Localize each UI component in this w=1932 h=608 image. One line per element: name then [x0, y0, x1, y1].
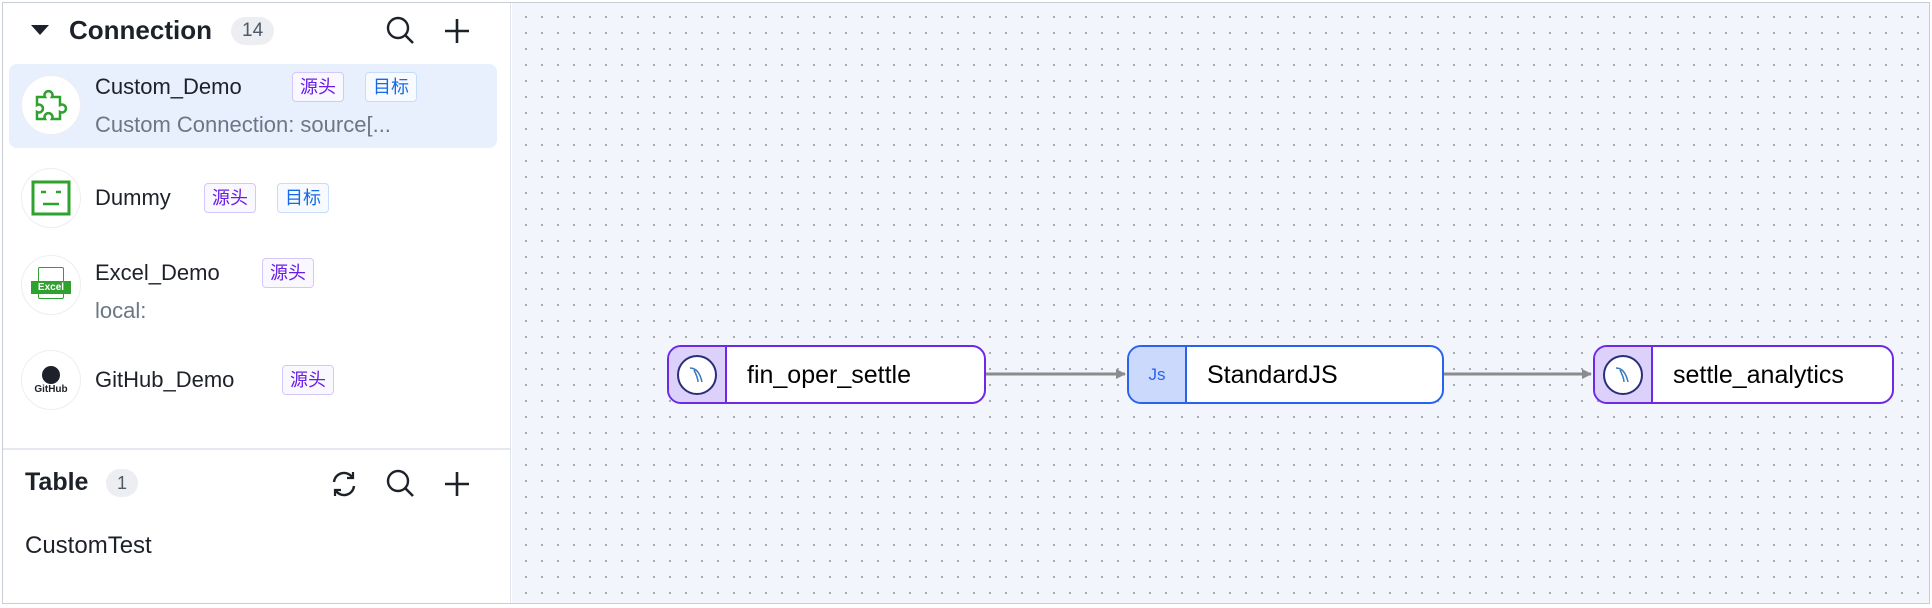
source-tag: 源头 [282, 365, 334, 395]
sidebar: Connection 14 Custom_Demo 源头 目标 Custom C… [3, 3, 511, 603]
dummy-icon [21, 168, 81, 228]
puzzle-icon [21, 75, 81, 135]
connection-header: Connection 14 [3, 3, 510, 59]
edges [986, 369, 1592, 379]
connection-desc: Custom Connection: source[... [95, 112, 391, 137]
connection-item-custom-demo[interactable]: Custom_Demo 源头 目标 Custom Connection: sou… [9, 64, 497, 148]
connection-count-badge: 14 [231, 17, 275, 45]
dag-canvas[interactable]: fin_oper_settle Js StandardJS settle_ana… [512, 3, 1929, 603]
node-standardjs[interactable]: Js StandardJS [1127, 345, 1444, 404]
collapse-caret-icon[interactable] [31, 25, 49, 35]
search-icon[interactable] [385, 15, 417, 47]
connection-item-dummy[interactable]: Dummy 源头 目标 [9, 156, 497, 240]
node-settle-analytics[interactable]: settle_analytics [1593, 345, 1894, 404]
github-icon: GitHub [21, 350, 81, 410]
connection-name: Dummy [95, 185, 171, 210]
panel-divider[interactable] [3, 448, 510, 450]
table-count-badge: 1 [106, 469, 139, 497]
node-label: StandardJS [1207, 361, 1338, 389]
node-fin-oper-settle[interactable]: fin_oper_settle [667, 345, 986, 404]
connection-desc: local: [95, 298, 147, 323]
refresh-icon[interactable] [328, 468, 360, 500]
add-table-icon[interactable] [441, 468, 473, 500]
source-tag: 源头 [262, 258, 314, 288]
connection-item-excel-demo[interactable]: Excel Excel_Demo 源头 local: [9, 243, 497, 327]
js-icon: Js [1129, 347, 1187, 402]
connection-name: GitHub_Demo [95, 367, 235, 392]
table-title: Table [25, 468, 89, 496]
source-tag: 源头 [292, 72, 344, 102]
source-tag: 源头 [204, 183, 256, 213]
node-label: fin_oper_settle [747, 361, 912, 389]
search-icon[interactable] [385, 468, 417, 500]
connection-item-github-demo[interactable]: GitHub GitHub_Demo 源头 [9, 338, 497, 422]
target-tag: 目标 [277, 183, 329, 213]
table-row[interactable]: CustomTest [25, 532, 152, 559]
target-tag: 目标 [365, 72, 417, 102]
table-panel: Table 1 CustomTest [3, 450, 510, 603]
node-label: settle_analytics [1673, 361, 1844, 389]
mysql-icon [1603, 354, 1643, 395]
mysql-icon [677, 354, 717, 395]
add-connection-icon[interactable] [441, 15, 473, 47]
connection-name: Custom_Demo [95, 74, 242, 99]
connection-name: Excel_Demo [95, 260, 220, 285]
connection-title: Connection [69, 15, 212, 45]
excel-icon: Excel [21, 255, 81, 315]
